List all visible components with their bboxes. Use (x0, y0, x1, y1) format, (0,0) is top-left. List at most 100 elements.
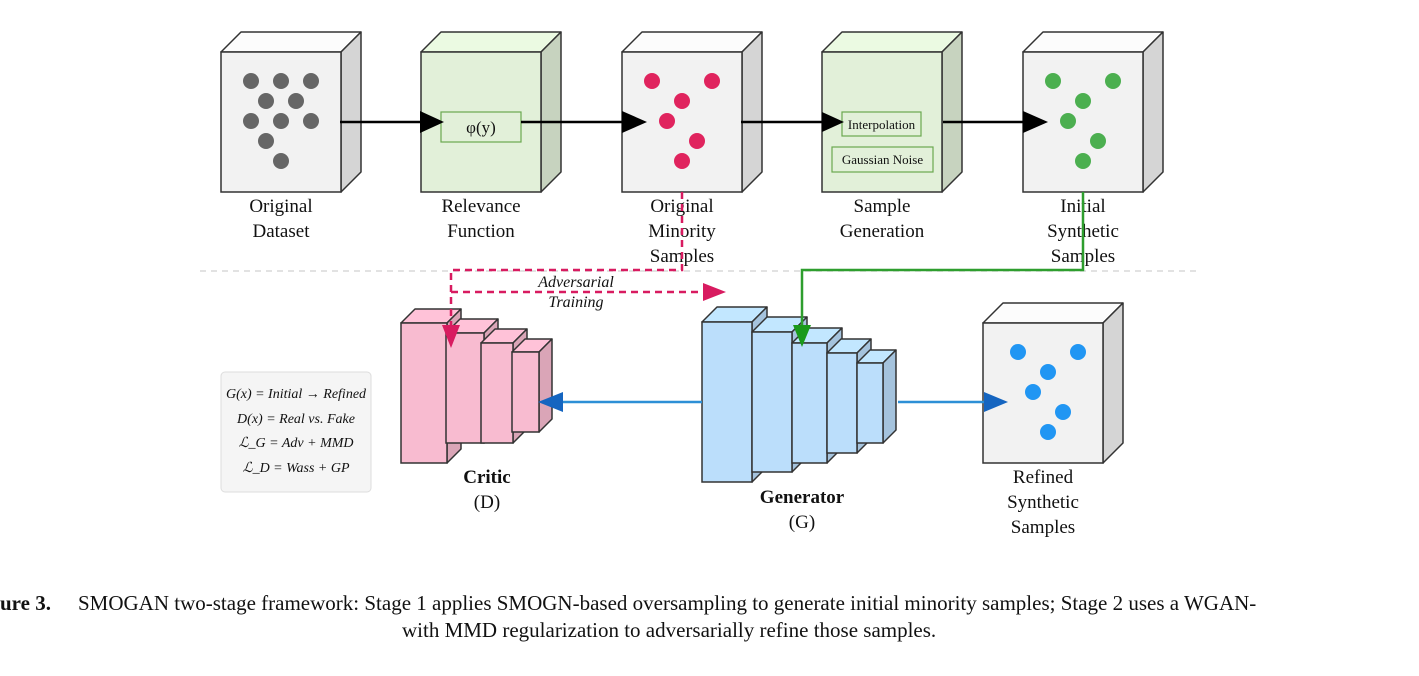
cube-side-face (941, 31, 963, 193)
arrow-head (538, 392, 563, 412)
inner-function-label: φ(y) (466, 118, 496, 137)
cube-front-face (511, 351, 540, 433)
cube-side-face (340, 31, 362, 193)
arrow-head (420, 111, 444, 133)
refined-dot (1040, 364, 1056, 380)
legend-line-4: ℒ_D = Wass + GP (242, 461, 349, 476)
formula-legend: G(x) = Initial → Refined D(x) = Real vs.… (220, 371, 372, 493)
sample-dot (644, 73, 660, 89)
cube-front-face (445, 332, 485, 444)
refined-label-line-3: Samples (1011, 517, 1075, 538)
inner-function-box (440, 111, 522, 143)
box-1-label-line-1: Original (249, 196, 312, 217)
legend-line-1: G(x) = Initial → Refined (226, 387, 367, 402)
sample-dot (243, 113, 259, 129)
box-2-label-line-2: Function (447, 221, 515, 242)
legend-line-3: ℒ_G = Adv + MMD (238, 436, 353, 451)
sample-dot (689, 133, 705, 149)
cube-side-face (1102, 302, 1124, 464)
cube-top-face (621, 31, 763, 53)
box-2-label-line-1: Relevance (441, 196, 520, 217)
green-arrow-initial-to-generator (793, 192, 1085, 347)
arrow-head (793, 325, 811, 347)
refined-dot (1010, 344, 1026, 360)
blue-arrows (538, 392, 1008, 412)
critic-subtitle: (D) (474, 492, 500, 513)
sample-dot (1075, 153, 1091, 169)
stage1-arrows (340, 111, 1048, 133)
box-4-label-line-1: Sample (854, 196, 911, 217)
sample-dot (258, 93, 274, 109)
box-4-label-line-2: Generation (840, 221, 925, 242)
arrow-head (822, 112, 844, 132)
legend-line-2: D(x) = Real vs. Fake (236, 412, 355, 427)
sample-dot (258, 133, 274, 149)
refined-dot (1040, 424, 1056, 440)
caption-figure-label: ure 3. (0, 591, 51, 615)
arrow-head (1023, 111, 1048, 133)
cube-top-face (420, 31, 562, 53)
interpolation-label: Interpolation (848, 117, 916, 132)
cube-front-face (480, 342, 514, 444)
refined-dot (1055, 404, 1071, 420)
arrow-head (442, 325, 460, 348)
green-arrow-line (800, 192, 1085, 328)
caption-line-1: SMOGAN two-stage framework: Stage 1 appl… (78, 591, 1256, 615)
refined-cube (982, 302, 1124, 464)
stage1-cube-5 (1022, 31, 1164, 193)
cube-side-face (1142, 31, 1164, 193)
cube-front-face (400, 322, 448, 464)
cube-front-face (751, 331, 793, 473)
adversarial-label-line2: Training (548, 294, 603, 311)
adversarial-training-arrows: Adversarial Training (442, 192, 726, 348)
cube-top-face (220, 31, 362, 53)
cube-side-face (538, 338, 553, 433)
adversarial-label-line1: Adversarial (537, 274, 614, 291)
cube-top-face (1022, 31, 1164, 53)
generator-subtitle: (G) (789, 512, 815, 533)
box-1-label-line-2: Dataset (253, 221, 311, 242)
interpolation-box (841, 111, 922, 137)
cube-front-face (856, 362, 884, 444)
sample-dot (273, 153, 289, 169)
arrow-head (984, 392, 1008, 412)
caption-line-2: with MMD regularization to adversarially… (402, 618, 936, 642)
sample-dot (1090, 133, 1106, 149)
sample-dot (273, 113, 289, 129)
figure-caption: ure 3. SMOGAN two-stage framework: Stage… (0, 591, 1256, 642)
stage1-cube-3 (621, 31, 763, 193)
legend-frame (220, 371, 372, 493)
sample-dot (704, 73, 720, 89)
refined-label-line-2: Synthetic (1007, 492, 1079, 513)
sample-dot (1045, 73, 1061, 89)
refined-dot (1070, 344, 1086, 360)
critic-network (400, 308, 553, 464)
sample-dot (243, 73, 259, 89)
sample-dot (1105, 73, 1121, 89)
gaussian-noise-label: Gaussian Noise (842, 152, 923, 167)
sample-dot (1075, 93, 1091, 109)
arrow-head (703, 283, 726, 301)
refined-label-line-1: Refined (1013, 467, 1074, 488)
gaussian-noise-box (831, 146, 934, 173)
sample-dot (303, 73, 319, 89)
sample-dot (273, 73, 289, 89)
critic-layer-4 (511, 338, 553, 433)
sample-dot (288, 93, 304, 109)
cube-side-face (882, 349, 897, 444)
cube-front-face (791, 342, 828, 464)
sample-dot (674, 153, 690, 169)
cube-top-face (821, 31, 963, 53)
cube-top-face (982, 302, 1124, 324)
sample-dot (659, 113, 675, 129)
arrow-head (622, 111, 647, 133)
cube-front-face (982, 322, 1104, 464)
critic-title: Critic (463, 467, 510, 488)
critic-layer-2 (445, 318, 499, 444)
cube-front-face (826, 352, 858, 454)
